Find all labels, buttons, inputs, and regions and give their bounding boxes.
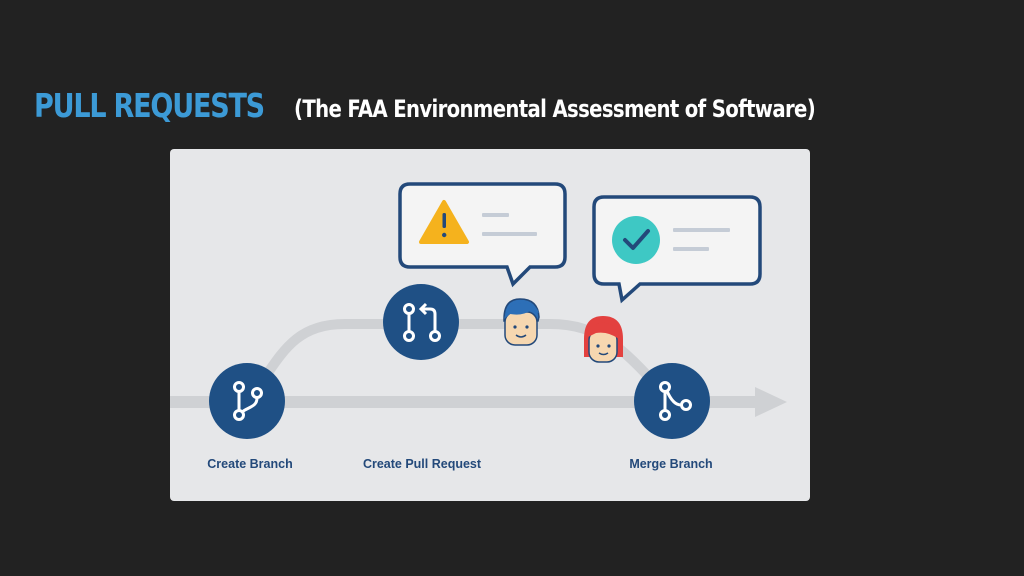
checkmark-icon [612,216,660,264]
slide-subtitle: (The FAA Environmental Assessment of Sof… [294,95,815,123]
create-pull-request-label: Create Pull Request [363,457,481,471]
merge-branch-label: Merge Branch [629,457,712,471]
merge-branch-node [634,363,710,439]
comment-line [482,232,537,236]
create-pull-request-node [383,284,459,360]
slide-title-row: PULL REQUESTS (The FAA Environmental Ass… [34,86,930,125]
comment-line [673,228,730,232]
create-branch-label: Create Branch [207,457,292,471]
male-reviewer-avatar [504,299,539,345]
warning-comment-bubble [400,184,565,284]
slide-title: PULL REQUESTS [34,86,264,125]
track-arrowhead [755,387,787,417]
approval-comment-bubble [594,197,760,300]
female-reviewer-avatar [584,316,623,362]
diagram-canvas [170,149,810,501]
pull-request-diagram: Create Branch Create Pull Request Merge … [170,149,810,501]
comment-line [482,213,509,217]
create-branch-node [209,363,285,439]
comment-line [673,247,709,251]
